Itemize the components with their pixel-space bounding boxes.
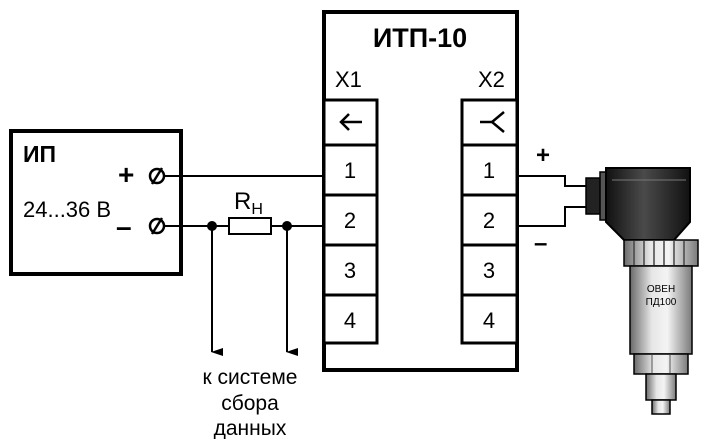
svg-text:к системе: к системе xyxy=(203,366,298,389)
x2-terminal-labels: 1 2 3 4 xyxy=(483,158,495,333)
connector-x1-label: X1 xyxy=(335,67,362,92)
x2-terminal-2: 2 xyxy=(483,208,495,233)
data-system-label: к системе сбора данных xyxy=(203,366,298,439)
resistor-label: RН xyxy=(234,188,263,218)
x1-terminal-labels: 1 2 3 4 xyxy=(344,158,356,333)
terminal-plus-icon xyxy=(148,167,166,185)
input-arrow-icon xyxy=(339,113,362,131)
sensor-wire-minus xyxy=(517,206,588,227)
connector-x2 xyxy=(460,98,519,345)
sensor-brand: ОВЕН xyxy=(647,284,675,295)
power-supply-title: ИП xyxy=(23,141,56,167)
data-taps xyxy=(207,221,298,356)
sensor-wire-plus xyxy=(517,175,588,187)
pressure-sensor-icon: ОВЕН ПД100 xyxy=(585,167,699,415)
terminal-minus-icon xyxy=(148,217,166,235)
converter-itp10: ИТП-10 X1 X2 1 2 3 xyxy=(322,10,519,372)
x1-terminal-1: 1 xyxy=(344,158,356,183)
load-resistor: RН xyxy=(228,188,272,235)
power-supply-voltage: 24...36 В xyxy=(23,197,111,222)
x2-terminal-1: 1 xyxy=(483,158,495,183)
minus-sign: – xyxy=(116,211,132,242)
power-supply: ИП 24...36 В + – xyxy=(9,129,183,276)
connector-x1 xyxy=(322,98,379,345)
converter-title: ИТП-10 xyxy=(373,23,467,53)
svg-text:данных: данных xyxy=(214,417,287,439)
sensor-wires xyxy=(517,175,588,227)
x2-terminal-3: 3 xyxy=(483,258,495,283)
x1-terminal-3: 3 xyxy=(344,258,356,283)
plus-sign: + xyxy=(118,159,134,190)
x1-terminal-2: 2 xyxy=(344,208,356,233)
resistor-icon xyxy=(228,217,272,235)
sensor-plus-sign: + xyxy=(536,142,550,169)
sensor-minus-sign: – xyxy=(534,230,547,257)
sensor-model: ПД100 xyxy=(646,297,677,308)
connector-x2-label: X2 xyxy=(478,67,505,92)
sensor-input-icon xyxy=(480,111,505,133)
x2-terminal-4: 4 xyxy=(483,308,495,333)
x1-terminal-4: 4 xyxy=(344,308,356,333)
svg-text:сбора: сбора xyxy=(221,392,279,415)
